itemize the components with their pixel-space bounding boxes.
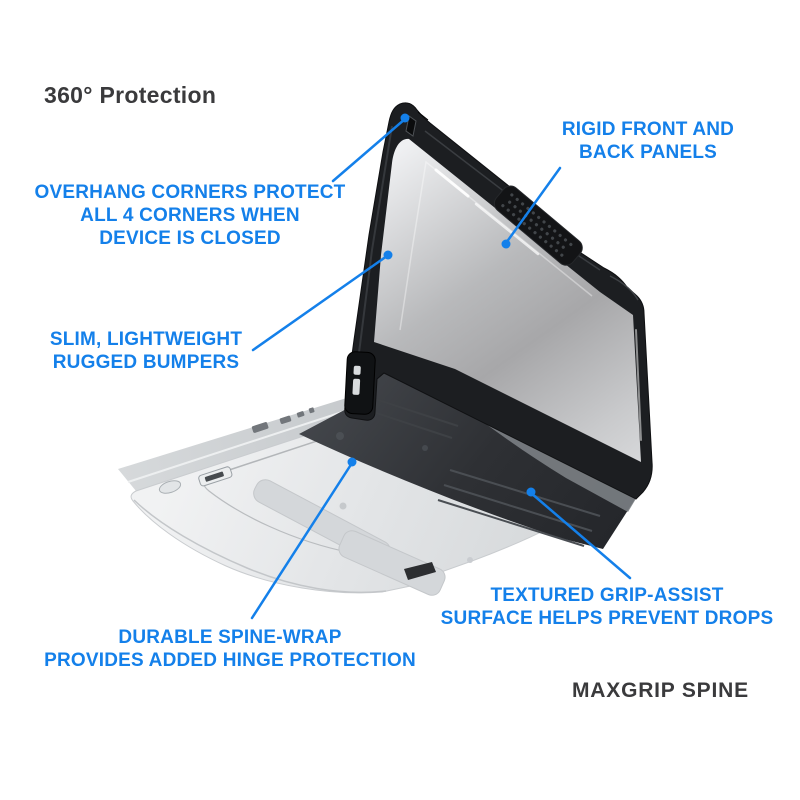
callout-durable-spine: DURABLE SPINE-WRAP PROVIDES ADDED HINGE … [18, 626, 442, 672]
lock-slot [198, 466, 233, 487]
bumper-port-piece [344, 351, 376, 415]
textured-grip-pad [493, 185, 583, 266]
callout-dot-textured [526, 487, 536, 497]
callout-slim-bumpers: SLIM, LIGHTWEIGHT RUGGED BUMPERS [20, 328, 272, 374]
callout-dot-overhang [400, 113, 410, 123]
callout-line: SLIM, LIGHTWEIGHT [49, 329, 243, 350]
callout-line: SURFACE HELPS PREVENT DROPS [440, 608, 774, 629]
callout-line: RIGID FRONT AND [561, 119, 735, 140]
callout-line: BACK PANELS [578, 142, 718, 163]
callout-line: OVERHANG CORNERS PROTECT [34, 182, 346, 203]
callout-line: RUGGED BUMPERS [52, 352, 240, 373]
rubber-foot-strips [253, 479, 446, 596]
callout-dot-rigid [501, 239, 511, 249]
callout-line: DEVICE IS CLOSED [99, 228, 281, 249]
leader-line-slim [251, 254, 389, 352]
front-foot [404, 562, 436, 580]
leader-line-durable [250, 461, 354, 620]
leader-line-overhang [331, 117, 407, 183]
callout-line: TEXTURED GRIP-ASSIST [490, 585, 724, 606]
callout-textured-grip: TEXTURED GRIP-ASSIST SURFACE HELPS PREVE… [427, 584, 787, 630]
callout-dot-slim [383, 250, 393, 260]
callout-dot-durable [347, 457, 357, 467]
leader-line-rigid [504, 166, 562, 245]
page-title: 360° Protection [44, 82, 217, 108]
callout-line: PROVIDES ADDED HINGE PROTECTION [44, 650, 416, 671]
lid-back-panel [374, 138, 642, 462]
port-cutouts [251, 407, 315, 433]
callout-rigid-panels: RIGID FRONT AND BACK PANELS [498, 118, 798, 164]
product-label-maxgrip-spine: MAXGRIP SPINE [572, 679, 749, 702]
leader-line-textured [529, 491, 632, 580]
callout-line: ALL 4 CORNERS WHEN [80, 205, 300, 226]
callout-line: DURABLE SPINE-WRAP [118, 627, 342, 648]
callout-overhang-corners: OVERHANG CORNERS PROTECT ALL 4 CORNERS W… [15, 181, 365, 250]
overhang-corner-cap [405, 111, 429, 137]
